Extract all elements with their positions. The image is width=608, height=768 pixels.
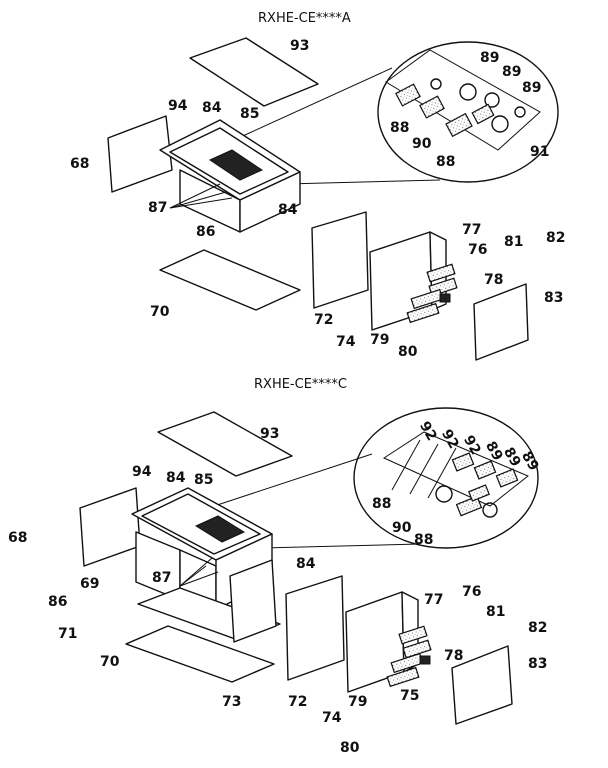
top-label-88a: 88 <box>390 120 409 136</box>
top-part-83-panel <box>473 283 529 361</box>
top-label-84b: 84 <box>278 202 298 218</box>
top-label-87: 87 <box>148 200 167 216</box>
bottom-label-84a: 84 <box>166 470 186 486</box>
top-detail-components <box>395 78 526 138</box>
bottom-label-71: 71 <box>58 626 77 642</box>
top-87-leader-c <box>169 197 233 209</box>
top-detail-leader-2 <box>285 179 441 185</box>
top-part-72-panel <box>311 211 369 309</box>
top-detail-ellipse <box>377 41 559 183</box>
top-label-82: 82 <box>546 230 565 246</box>
top-part-70-panel <box>159 249 301 311</box>
bottom-part-72-panel <box>285 575 345 681</box>
top-label-91: 91 <box>530 144 549 160</box>
bottom-label-80: 80 <box>340 740 360 756</box>
top-label-86: 86 <box>196 224 215 240</box>
bottom-part-93-panel <box>157 411 293 477</box>
top-label-78: 78 <box>484 272 503 288</box>
top-label-68: 68 <box>70 156 89 172</box>
top-label-83: 83 <box>544 290 563 306</box>
bottom-87-leader-c <box>179 571 219 587</box>
bottom-label-72: 72 <box>288 694 307 710</box>
bottom-label-74: 74 <box>322 710 342 726</box>
top-label-89b: 89 <box>502 64 521 80</box>
bottom-label-69: 69 <box>80 576 99 592</box>
top-label-84a: 84 <box>202 100 222 116</box>
bottom-label-79: 79 <box>348 694 367 710</box>
top-87-leader-a <box>169 183 221 209</box>
bottom-label-68: 68 <box>8 530 27 546</box>
top-label-81: 81 <box>504 234 523 250</box>
bottom-label-77: 77 <box>424 592 443 608</box>
bottom-label-78: 78 <box>444 648 463 664</box>
bottom-label-88a: 88 <box>372 496 391 512</box>
top-label-70: 70 <box>150 304 170 320</box>
bottom-label-81: 81 <box>486 604 505 620</box>
bottom-label-93: 93 <box>260 426 279 442</box>
bottom-label-70: 70 <box>100 654 120 670</box>
bottom-terminal-blocks <box>386 625 432 688</box>
bottom-detail-components <box>391 439 519 518</box>
top-label-89a: 89 <box>480 50 499 66</box>
top-label-72: 72 <box>314 312 333 328</box>
top-label-93: 93 <box>290 38 309 54</box>
top-unit-board <box>208 149 264 181</box>
top-label-90: 90 <box>412 136 432 152</box>
bottom-detail-ellipse <box>353 407 539 549</box>
top-label-88b: 88 <box>436 154 455 170</box>
top-part-68-panel <box>107 115 173 193</box>
top-label-79: 79 <box>370 332 389 348</box>
bottom-87-leader-b <box>179 565 207 587</box>
title-top: RXHE-CE****A <box>258 11 351 26</box>
bottom-part-68-panel <box>79 487 141 567</box>
bottom-label-76: 76 <box>462 584 481 600</box>
bottom-label-88b: 88 <box>414 532 433 548</box>
top-part-93-panel <box>189 37 319 107</box>
bottom-label-73: 73 <box>222 694 241 710</box>
top-label-85: 85 <box>240 106 259 122</box>
top-label-74: 74 <box>336 334 356 350</box>
bottom-detail-board <box>382 431 529 507</box>
bottom-label-86: 86 <box>48 594 67 610</box>
bottom-label-85: 85 <box>194 472 213 488</box>
bottom-part-73-panel <box>229 559 277 643</box>
bottom-label-94: 94 <box>132 464 152 480</box>
top-label-80: 80 <box>398 344 418 360</box>
bottom-detail-leader-1 <box>195 453 373 513</box>
bottom-label-75: 75 <box>400 688 419 704</box>
top-terminal-blocks <box>406 263 458 324</box>
top-label-76: 76 <box>468 242 487 258</box>
bottom-label-89c: 89 <box>518 449 542 474</box>
top-label-94: 94 <box>168 98 188 114</box>
bottom-label-90: 90 <box>392 520 412 536</box>
top-87-leader-b <box>169 191 227 209</box>
bottom-label-82: 82 <box>528 620 547 636</box>
bottom-part-70-panel <box>125 625 275 683</box>
bottom-label-92b: 92 <box>438 427 462 452</box>
bottom-unit-board <box>194 515 246 543</box>
bottom-label-84b: 84 <box>296 556 316 572</box>
title-bottom: RXHE-CE****C <box>254 377 347 392</box>
bottom-label-92c: 92 <box>460 433 484 458</box>
top-label-89c: 89 <box>522 80 541 96</box>
bottom-label-83: 83 <box>528 656 547 672</box>
top-label-77: 77 <box>462 222 481 238</box>
bottom-part-83-panel <box>451 645 513 725</box>
bottom-label-87: 87 <box>152 570 171 586</box>
top-unit-side <box>239 171 301 233</box>
bottom-detail-leader-2 <box>261 543 421 549</box>
